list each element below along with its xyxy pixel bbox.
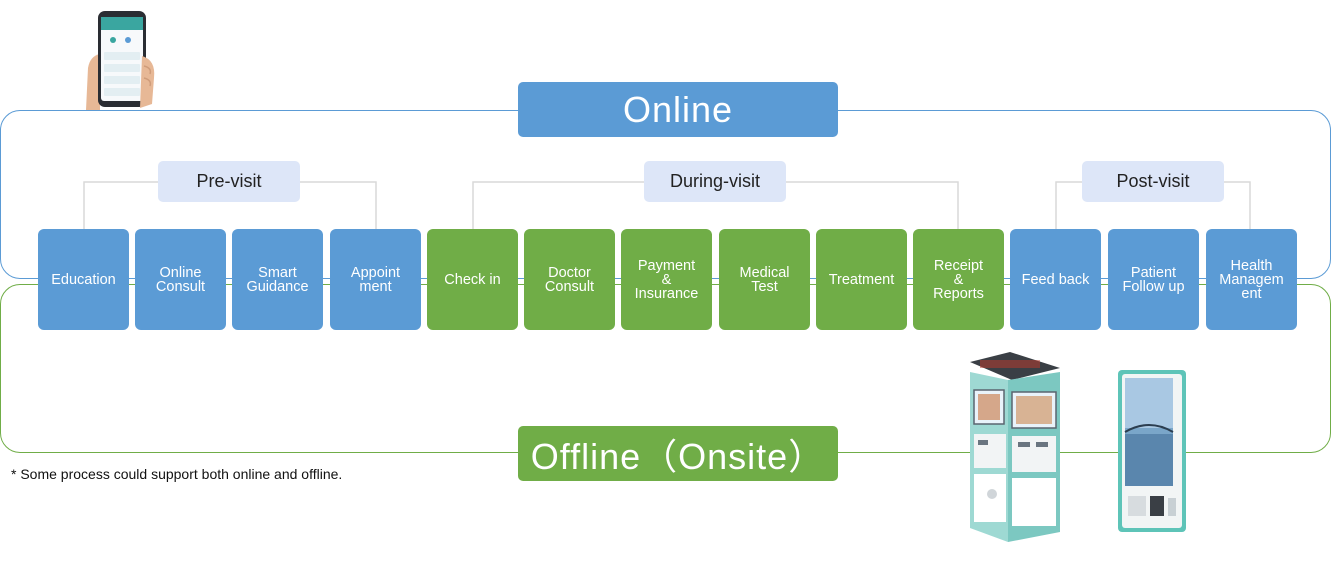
step-receipt-reports: Receipt & Reports [913, 229, 1004, 330]
phase-during-visit: During-visit [644, 161, 786, 202]
step-doctor-consult: Doctor Consult [524, 229, 615, 330]
step-medical-test: Medical Test [719, 229, 810, 330]
wall-mounted-kiosk-icon [1118, 370, 1186, 532]
step-treatment: Treatment [816, 229, 907, 330]
online-banner: Online [518, 82, 838, 137]
footnote: * Some process could support both online… [11, 466, 343, 482]
connector-post-visit [1055, 181, 1251, 229]
self-service-kiosk-icon [970, 352, 1060, 542]
connector-during-visit [472, 181, 959, 229]
step-appointment: Appoint ment [330, 229, 421, 330]
step-smart-guidance: Smart Guidance [232, 229, 323, 330]
step-education: Education [38, 229, 129, 330]
step-payment-insurance: Payment & Insurance [621, 229, 712, 330]
offline-banner: Offline（Onsite） [518, 426, 838, 481]
step-feedback: Feed back [1010, 229, 1101, 330]
step-patient-follow-up: Patient Follow up [1108, 229, 1199, 330]
step-health-management: Health Managem ent [1206, 229, 1297, 330]
connector-pre-visit [83, 181, 377, 229]
phase-post-visit: Post-visit [1082, 161, 1224, 202]
step-online-consult: Online Consult [135, 229, 226, 330]
step-check-in: Check in [427, 229, 518, 330]
phase-pre-visit: Pre-visit [158, 161, 300, 202]
smartphone-in-hand-icon [86, 11, 155, 110]
